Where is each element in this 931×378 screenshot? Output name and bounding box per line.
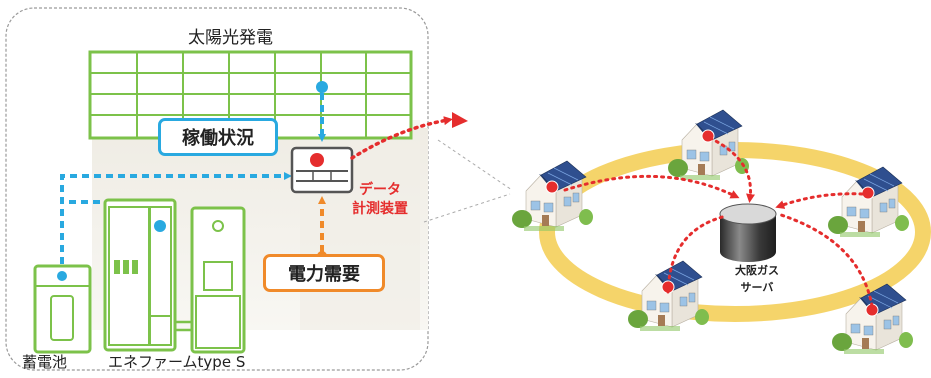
enefarm-label: エネファームtype S bbox=[108, 353, 246, 371]
network-links bbox=[563, 136, 874, 308]
enefarm-tank-unit bbox=[190, 206, 246, 354]
network-house-3 bbox=[827, 166, 910, 238]
zoom-guide-top bbox=[437, 139, 513, 191]
transmission-arrowhead bbox=[452, 112, 468, 128]
solar-label: 太陽光発電 bbox=[188, 28, 273, 48]
server-label-line2: サーバ bbox=[740, 281, 774, 294]
battery-label: 蓄電池 bbox=[22, 353, 68, 371]
operating-status-text: 稼働状況 bbox=[182, 128, 254, 149]
data-device-label: データ 計測装置 bbox=[350, 181, 410, 219]
data-device-label-line1: データ bbox=[359, 182, 401, 198]
transmission-line bbox=[350, 116, 453, 160]
solar-panel bbox=[88, 50, 413, 140]
data-device-label-line2: 計測装置 bbox=[352, 201, 408, 217]
server-label-line1: 大阪ガス bbox=[735, 264, 779, 277]
battery-flow-line bbox=[60, 172, 292, 276]
network-house-1 bbox=[511, 160, 594, 232]
battery-unit bbox=[33, 264, 92, 354]
power-demand-text: 電力需要 bbox=[288, 264, 360, 285]
operating-status-label: 稼働状況 bbox=[158, 118, 278, 156]
zoom-guide-bottom bbox=[423, 193, 511, 223]
data-measuring-device bbox=[290, 146, 354, 194]
osaka-gas-server bbox=[719, 203, 777, 262]
enefarm-main-unit bbox=[103, 198, 177, 352]
server-label: 大阪ガス サーバ bbox=[723, 262, 791, 296]
power-demand-label: 電力需要 bbox=[263, 254, 385, 292]
enefarm-pipes bbox=[175, 320, 192, 332]
network-house-2 bbox=[667, 109, 750, 181]
solar-sensor-dot bbox=[316, 81, 328, 93]
